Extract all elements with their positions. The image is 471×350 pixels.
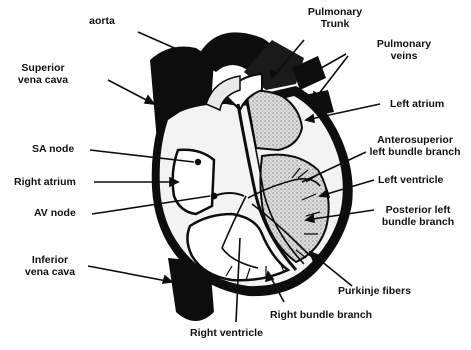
label-sa-node: SA node [32, 143, 74, 155]
label-anterosuperior-bundle: Anterosuperior left bundle branch [362, 134, 468, 158]
label-aorta: aorta [72, 15, 132, 27]
label-inferior-vena-cava: Inferior vena cava [10, 254, 90, 278]
label-left-atrium: Left atrium [390, 98, 444, 110]
arrowhead [163, 276, 172, 283]
label-purkinje-fibers: Purkinje fibers [338, 285, 411, 297]
arrowhead [145, 96, 154, 104]
label-right-ventricle: Right ventricle [190, 327, 263, 339]
label-superior-vena-cava: Superior vena cava [4, 62, 82, 86]
leader-inferior-vena-cava [88, 266, 172, 282]
label-av-node: AV node [34, 207, 76, 219]
label-right-bundle-branch: Right bundle branch [270, 309, 372, 321]
label-left-ventricle: Left ventricle [378, 174, 443, 186]
label-pulmonary-veins: Pulmonary veins [364, 38, 444, 62]
label-pulmonary-trunk: Pulmonary Trunk [296, 6, 374, 30]
label-posterior-bundle: Posterior left bundle branch [370, 204, 466, 228]
label-right-atrium: Right atrium [14, 176, 76, 188]
sa-node-dot [195, 159, 201, 165]
